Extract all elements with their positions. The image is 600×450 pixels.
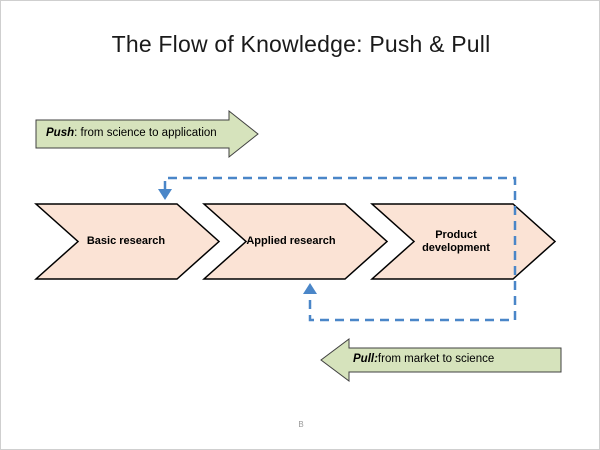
chevron-label-basic-research: Basic research (86, 235, 166, 248)
pull-label-rest: from market to science (377, 353, 495, 366)
chevron-label-applied-research: Applied research (246, 235, 336, 248)
feedback-up-arrowhead-icon (303, 283, 317, 294)
push-arrow-shape (35, 109, 259, 159)
chevron-label-product-development: Product development (422, 228, 490, 254)
pull-arrow-shape (320, 338, 562, 382)
slide-footer: B (298, 420, 304, 429)
feedback-loop-dashed-line (163, 176, 517, 322)
push-arrow-label: Push: from science to application (46, 120, 246, 148)
pull-arrow-label: Pull: from market to science (353, 348, 558, 372)
chevron-basic-research (34, 203, 221, 280)
push-label-rest: : from science to application (74, 127, 217, 140)
push-label-bold: Push (46, 127, 75, 140)
page-title: The Flow of Knowledge: Push & Pull (111, 31, 491, 57)
chevron-product-development (370, 203, 557, 280)
pull-label-bold: Pull: (353, 353, 378, 366)
chevron-applied-research (202, 203, 389, 280)
feedback-down-arrowhead-icon (158, 189, 172, 200)
